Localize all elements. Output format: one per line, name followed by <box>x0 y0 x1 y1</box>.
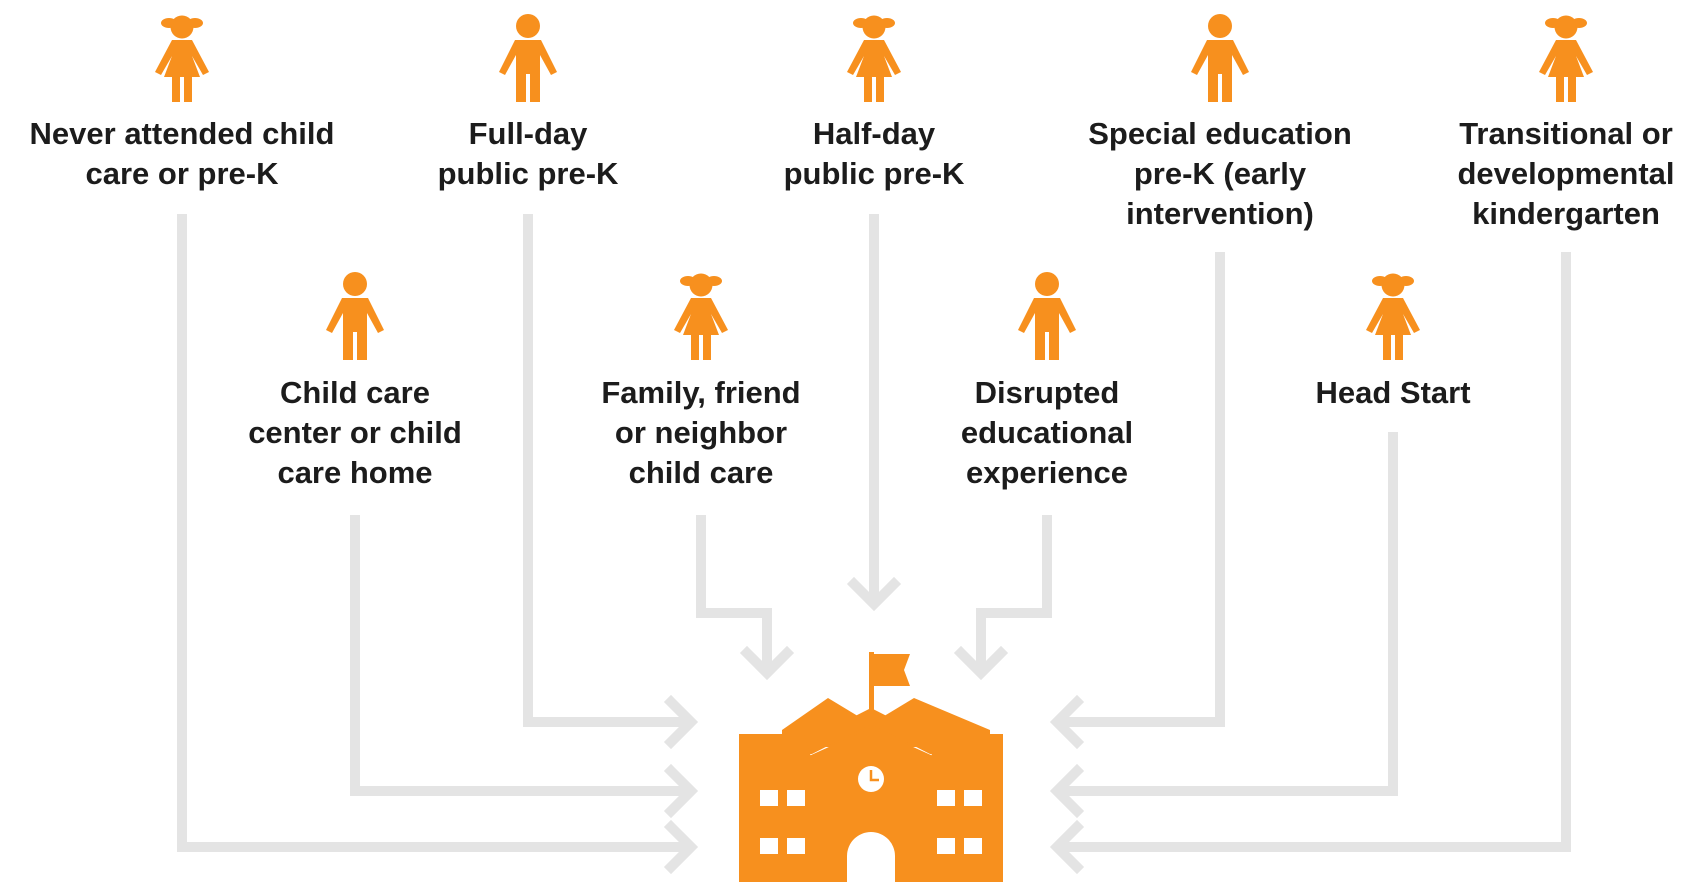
arrowhead-half-day <box>846 576 902 612</box>
boy-icon <box>1191 14 1249 102</box>
arrowhead-special-education <box>1049 694 1085 750</box>
boy-icon <box>499 14 557 102</box>
boy-icon <box>1018 272 1076 360</box>
label-family-friend-neighbor: Family, friend or neighbor child care <box>601 375 801 490</box>
school-building-icon <box>739 652 1003 882</box>
label-head-start: Head Start <box>1315 375 1471 410</box>
label-never-attended: Never attended child care or pre-K <box>29 116 335 191</box>
connector-special-education <box>1057 252 1225 727</box>
label-full-day-public-pre-k: Full-day public pre-K <box>437 116 619 191</box>
connector-transitional <box>1057 252 1571 852</box>
label-transitional-kindergarten: Transitional or developmental kindergart… <box>1457 116 1675 231</box>
arrowhead-transitional <box>1049 819 1085 875</box>
label-child-care-center: Child care center or child care home <box>248 375 462 490</box>
arrowhead-full-day <box>663 694 699 750</box>
label-disrupted-experience: Disrupted educational experience <box>960 375 1134 490</box>
arrowheads <box>663 576 1085 875</box>
connector-child-care-center <box>350 515 691 796</box>
girl-icon <box>1539 15 1593 102</box>
connectors <box>177 214 1571 875</box>
arrowhead-never-attended <box>663 819 699 875</box>
arrowhead-head-start <box>1049 763 1085 819</box>
boy-icon <box>326 272 384 360</box>
connector-full-day <box>523 214 691 727</box>
arrowhead-child-care-center <box>663 763 699 819</box>
arrowhead-disrupted <box>953 645 1009 681</box>
label-half-day-public-pre-k: Half-day public pre-K <box>783 116 965 191</box>
connector-disrupted <box>976 515 1052 673</box>
girl-icon <box>1366 273 1420 360</box>
girl-icon <box>674 273 728 360</box>
girl-icon <box>155 15 209 102</box>
connector-head-start <box>1057 432 1398 796</box>
connector-never-attended <box>177 214 691 852</box>
girl-icon <box>847 15 901 102</box>
label-special-education-pre-k: Special education pre-K (early intervent… <box>1088 116 1352 231</box>
connector-family-friend-neighbor <box>696 515 772 673</box>
arrowhead-family-friend-neighbor <box>739 645 795 681</box>
